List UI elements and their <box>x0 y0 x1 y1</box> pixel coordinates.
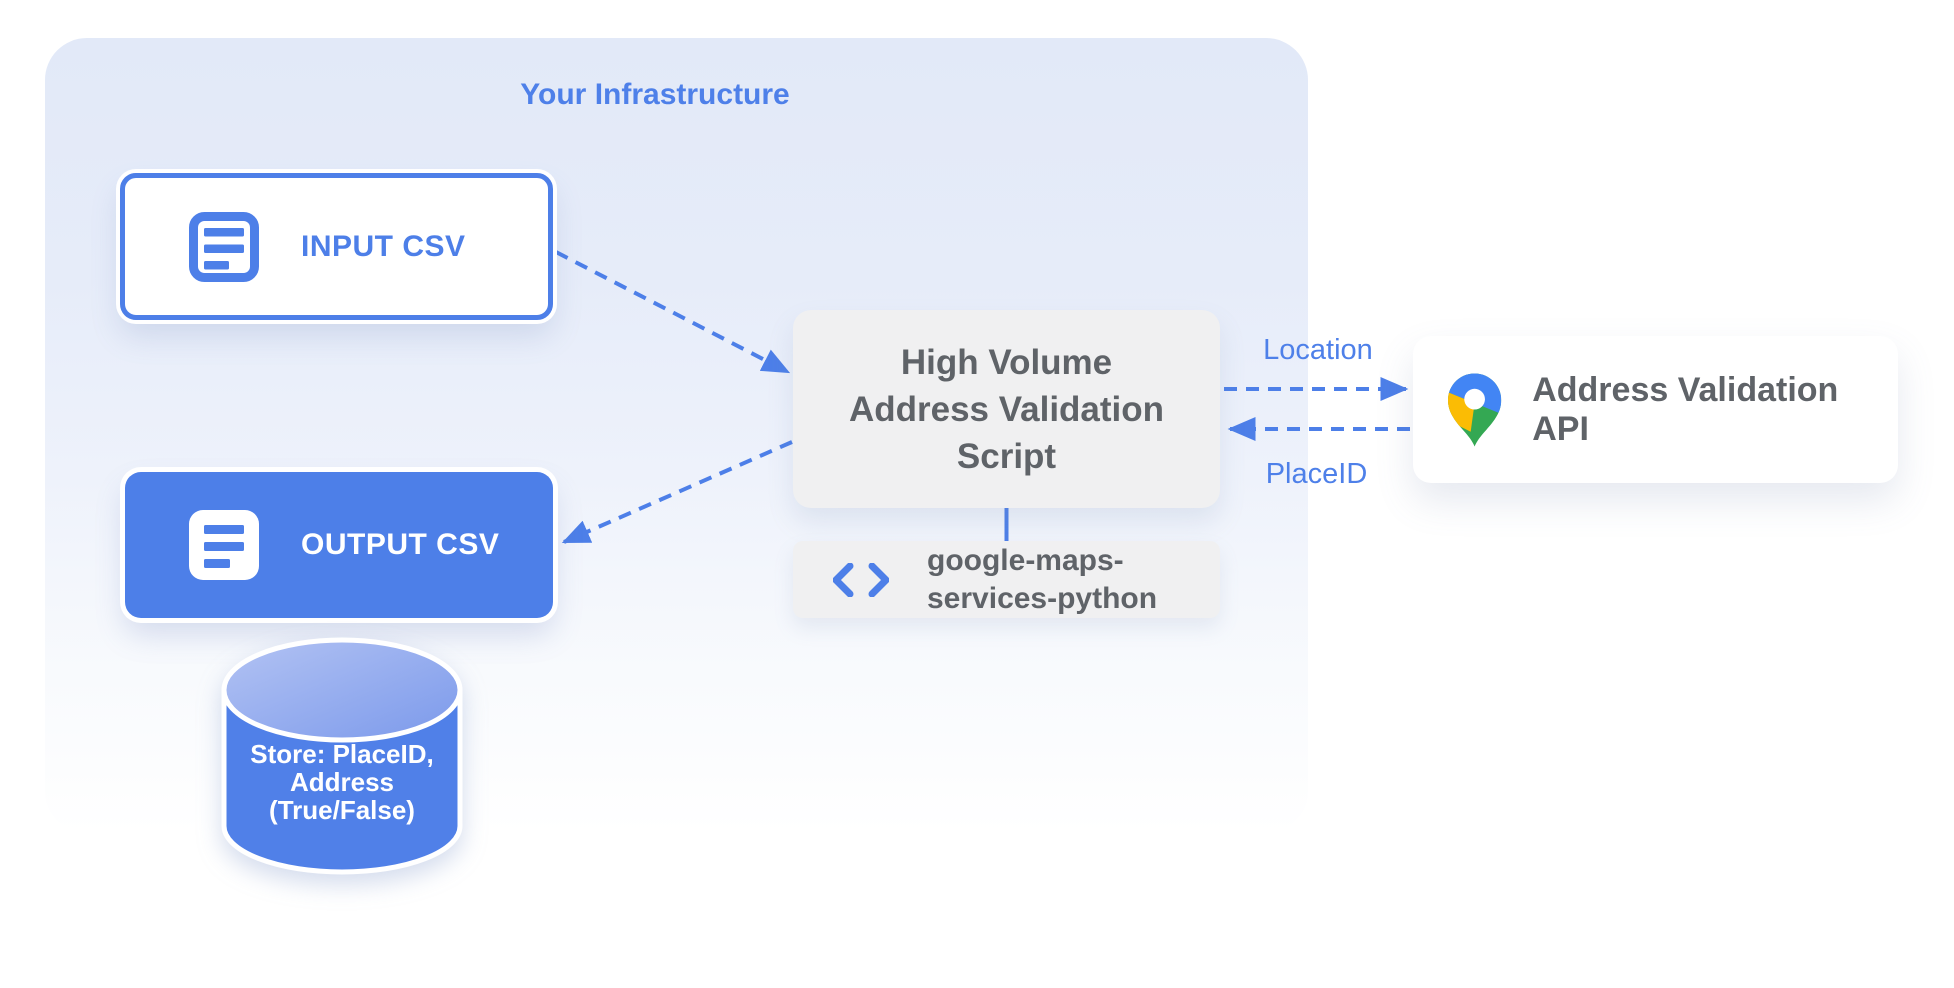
node-address-validation-api: Address Validation API <box>1413 336 1898 483</box>
library-label: google-maps- services-python <box>927 543 1158 615</box>
code-icon <box>833 562 889 597</box>
output-csv-label: OUTPUT CSV <box>301 528 500 561</box>
validation-script-label: High Volume Address Validation Script <box>848 342 1165 476</box>
node-library: google-maps- services-python <box>793 541 1220 618</box>
node-output-csv: OUTPUT CSV <box>125 472 553 618</box>
document-icon <box>189 510 259 580</box>
input-csv-label: INPUT CSV <box>301 229 466 263</box>
infrastructure-title: Your Infrastructure <box>520 78 790 111</box>
edge-label-placeid: PlaceID <box>1265 458 1368 490</box>
node-input-csv: INPUT CSV <box>120 173 553 320</box>
node-validation-script: High Volume Address Validation Script <box>793 310 1220 508</box>
google-maps-pin-icon <box>1447 373 1502 446</box>
edge-label-location: Location <box>1263 334 1373 366</box>
node-datastore <box>212 628 472 888</box>
datastore-label: Store: PlaceID, Address (True/False) <box>250 739 434 825</box>
address-validation-api-label: Address Validation API <box>1532 370 1839 448</box>
document-icon <box>189 211 259 282</box>
database-cylinder <box>221 637 463 875</box>
